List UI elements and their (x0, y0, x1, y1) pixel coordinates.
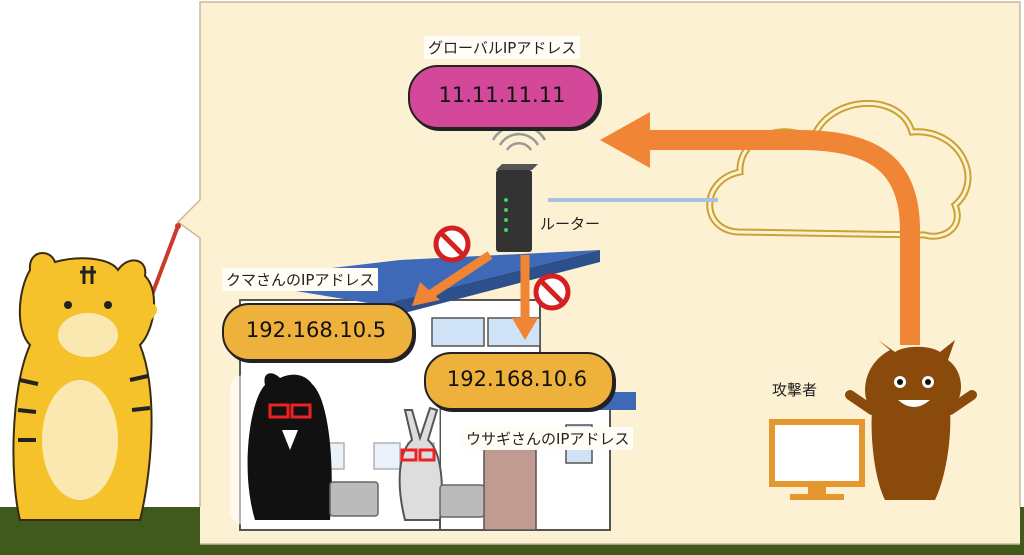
bear-character (247, 373, 332, 520)
blocked-arrow-down (512, 255, 538, 340)
global-ip-title: グローバルIPアドレス (424, 36, 581, 59)
prohibited-icon-right (533, 273, 571, 311)
router-label: ルーター (540, 215, 601, 233)
kuma-ip-address: 192.168.10.5 (245, 318, 387, 342)
laptop-icon (329, 481, 485, 518)
usagi-ip-bubble (424, 352, 614, 410)
attacker-monster-character (845, 340, 977, 500)
usagi-ip-title: ウサギさんのIPアドレス (462, 427, 634, 450)
kuma-ip-bubble (222, 303, 414, 361)
router-device-icon (496, 164, 538, 252)
attacker-label: 攻撃者 (772, 381, 818, 399)
attack-arrow (640, 130, 920, 345)
global-ip-address: 11.11.11.11 (438, 83, 566, 107)
global-ip-bubble (408, 65, 600, 129)
attacker-monitor-icon (769, 419, 865, 500)
tiger-character (12, 223, 181, 521)
kuma-ip-title: クマさんのIPアドレス (222, 268, 379, 291)
usagi-ip-address: 192.168.10.6 (446, 367, 588, 391)
blocked-arrow-left (412, 251, 493, 306)
prohibited-icon-left (433, 225, 471, 263)
